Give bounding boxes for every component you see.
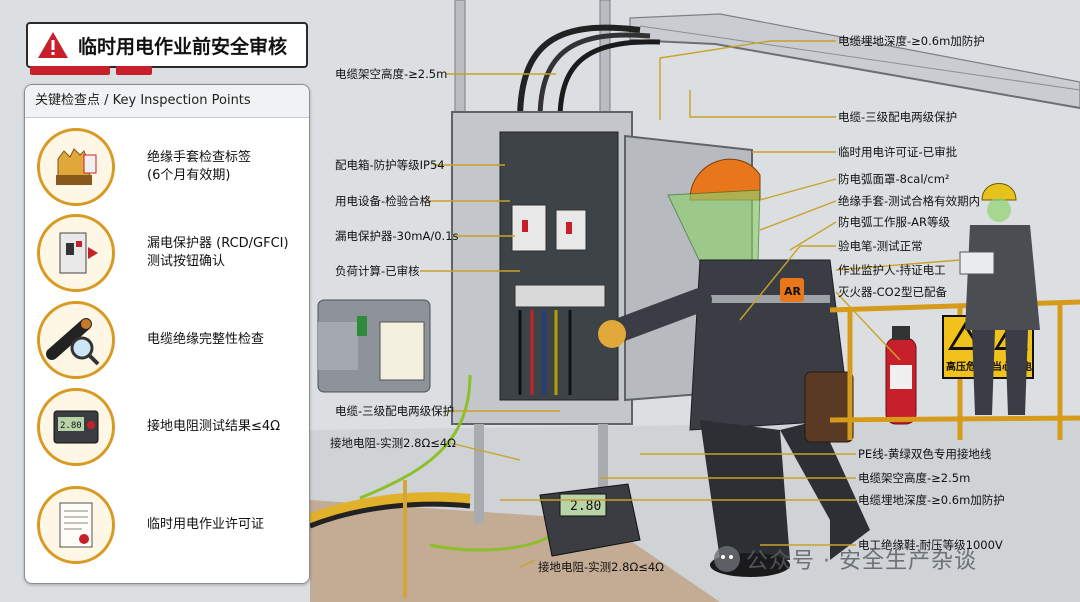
inspection-item-label: 接地电阻测试结果≤4Ω [147,418,280,436]
item-line1: 临时用电作业许可证 [147,517,265,532]
permit-document-icon [37,486,115,564]
callout-pe-wire: PE线-黄绿双色专用接地线 [858,447,992,461]
leader-lines-right [500,40,961,546]
supervisor-figure [959,183,1040,415]
callout-insulated-gloves: 绝缘手套-测试合格有效期内 [838,194,981,208]
inspection-item-label: 绝缘手套检查标签 (6个月有效期) [147,149,251,185]
electrician-figure: AR [598,158,870,577]
inspection-item: 漏电保护器 (RCD/GFCI) 测试按钮确认 [37,211,301,295]
inspection-item-label: 电缆绝缘完整性检查 [147,331,264,349]
callout-ground-resistance: 接地电阻-实测2.8Ω≤4Ω [330,436,456,450]
callout-three-level-distribution: 电缆-三级配电两级保护 [335,404,455,418]
callout-equipment-inspected: 用电设备-检验合格 [335,194,432,208]
fire-extinguisher [885,326,917,425]
inspection-points-panel: 关键检查点 / Key Inspection Points 绝缘手套检查标签 (… [24,84,310,584]
earth-tester-icon: 2.80 [37,388,115,466]
callout-load-calculation: 负荷计算-已审核 [335,264,420,278]
panel-header: 关键检查点 / Key Inspection Points [25,85,309,118]
callout-three-level-protection: 电缆-三级配电两级保护 [838,110,958,124]
wechat-logo-icon [714,546,740,572]
equipment-motor [317,299,431,393]
inspection-item: 2.80 接地电阻测试结果≤4Ω [37,385,301,469]
callout-permit-approved: 临时用电许可证-已审批 [838,145,958,159]
callout-arc-face-shield: 防电弧面罩-8cal/cm² [838,172,950,186]
callout-rcd-spec: 漏电保护器-30mA/0.1s [335,229,459,243]
inspection-item: 电缆绝缘完整性检查 [37,298,301,382]
inspection-item: 临时用电作业许可证 [37,483,301,567]
item-line2: 测试按钮确认 [147,254,226,269]
item-line1: 漏电保护器 (RCD/GFCI) [147,236,289,251]
callout-insulated-shoes: 电工绝缘鞋-耐压等级1000V [858,538,1003,552]
vest-badge: AR [784,285,802,298]
item-line1: 绝缘手套检查标签 [147,150,252,165]
cable-tray [629,13,1080,109]
inspection-item-label: 临时用电作业许可证 [147,516,264,534]
callout-extinguisher: 灭火器-CO2型已配备 [838,285,948,299]
inspection-item: 绝缘手套检查标签 (6个月有效期) [37,125,301,209]
callout-ground-resistance-bottom: 接地电阻-实测2.8Ω≤4Ω [538,560,664,574]
callout-voltage-tester: 验电笔-测试正常 [838,239,923,253]
title-banner: 临时用电作业前安全审核 [26,22,308,68]
callout-supervisor: 作业监护人-持证电工 [838,263,946,277]
rcd-breaker-icon [37,214,115,292]
item-line1: 接地电阻测试结果≤4Ω [147,419,281,434]
callout-burial-depth-right: 电缆埋地深度-≥0.6m加防护 [858,493,1005,507]
inspection-item-label: 漏电保护器 (RCD/GFCI) 测试按钮确认 [147,235,289,271]
leader-lines-left [420,73,560,568]
insulated-glove-icon [37,128,115,206]
callout-overhead-height-right: 电缆架空高度-≥2.5m [858,471,971,485]
callout-distribution-box-ip: 配电箱-防护等级IP54 [335,158,445,172]
meter-display-value: 2.80 [570,499,601,514]
tester-reading: 2.80 [60,421,82,431]
callout-arc-clothing: 防电弧工作服-AR等级 [838,215,951,229]
warning-triangle-icon [38,32,68,58]
watermark-text: 公众号 · 安全生产杂谈 [746,549,977,574]
callout-overhead-height: 电缆架空高度-≥2.5m [335,67,448,81]
item-line1: 电缆绝缘完整性检查 [147,332,265,347]
page-title: 临时用电作业前安全审核 [78,35,288,58]
cable-magnifier-icon [37,301,115,379]
callout-burial-depth: 电缆埋地深度-≥0.6m加防护 [838,34,985,48]
title-accent-bars [30,66,152,76]
item-line2: (6个月有效期) [147,168,231,183]
